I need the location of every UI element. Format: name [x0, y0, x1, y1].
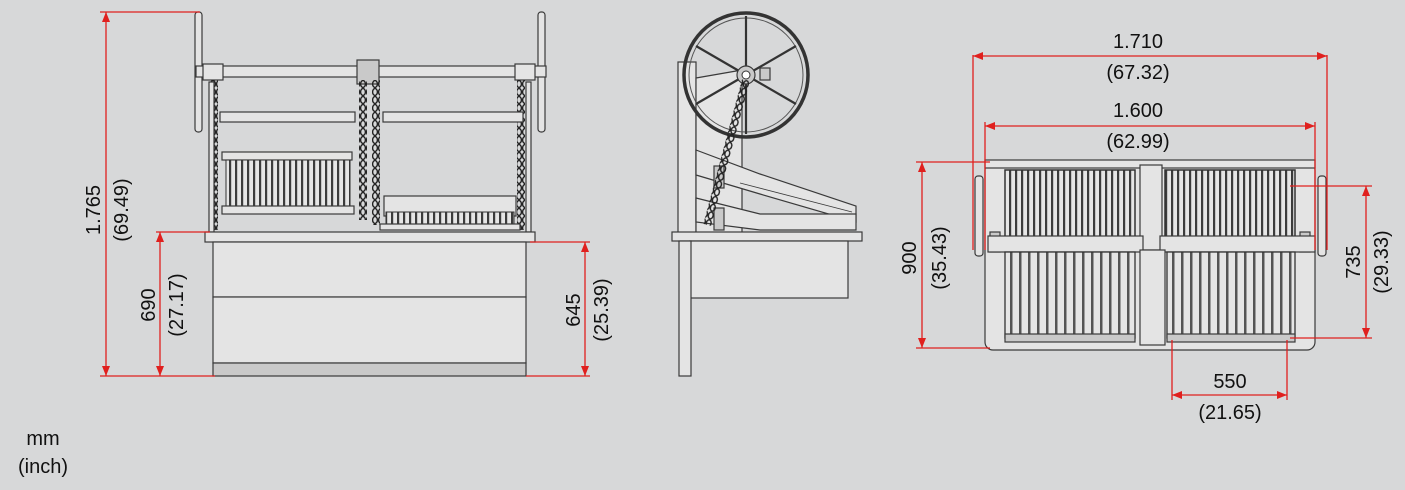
- dim-top-depth-outer-inch: (35.43): [929, 226, 951, 289]
- dim-top-width-inner-mm: 1.600: [1113, 100, 1163, 122]
- dim-top-width-outer-inch: (67.32): [1106, 62, 1169, 84]
- units-legend: mm (inch): [8, 425, 78, 481]
- dim-top-depth-inner-inch: (29.33): [1371, 230, 1393, 293]
- top-dimension-lines: [916, 52, 1372, 400]
- dim-top-depth-outer-mm: 900: [899, 241, 921, 274]
- side-view: [671, 11, 863, 377]
- front-dimension-lines: [100, 11, 590, 377]
- dim-front-height-total-mm: 1.765: [83, 185, 105, 235]
- front-dimension-labels: 1.765 (69.49) 690 (27.17) 645 (25.39): [83, 178, 613, 341]
- top-view: [974, 159, 1327, 351]
- dim-top-width-inner-inch: (62.99): [1106, 131, 1169, 153]
- dim-front-cabinet-height-inch: (25.39): [591, 278, 613, 341]
- dim-front-counter-height-inch: (27.17): [166, 273, 188, 336]
- dim-top-depth-inner-mm: 735: [1343, 245, 1365, 278]
- front-view: [194, 11, 547, 377]
- dim-front-height-total-inch: (69.49): [111, 178, 133, 241]
- units-secondary: (inch): [17, 456, 68, 478]
- top-dimension-labels: 1.710 (67.32) 1.600 (62.99) 900 (35.43) …: [899, 31, 1393, 424]
- dim-front-cabinet-height-mm: 645: [563, 293, 585, 326]
- units-primary: mm: [26, 428, 60, 450]
- dim-front-counter-height-mm: 690: [138, 288, 160, 321]
- dim-top-width-outer-mm: 1.710: [1113, 31, 1163, 53]
- dim-top-grill-width-mm: 550: [1213, 371, 1246, 393]
- dim-top-grill-width-inch: (21.65): [1198, 402, 1261, 424]
